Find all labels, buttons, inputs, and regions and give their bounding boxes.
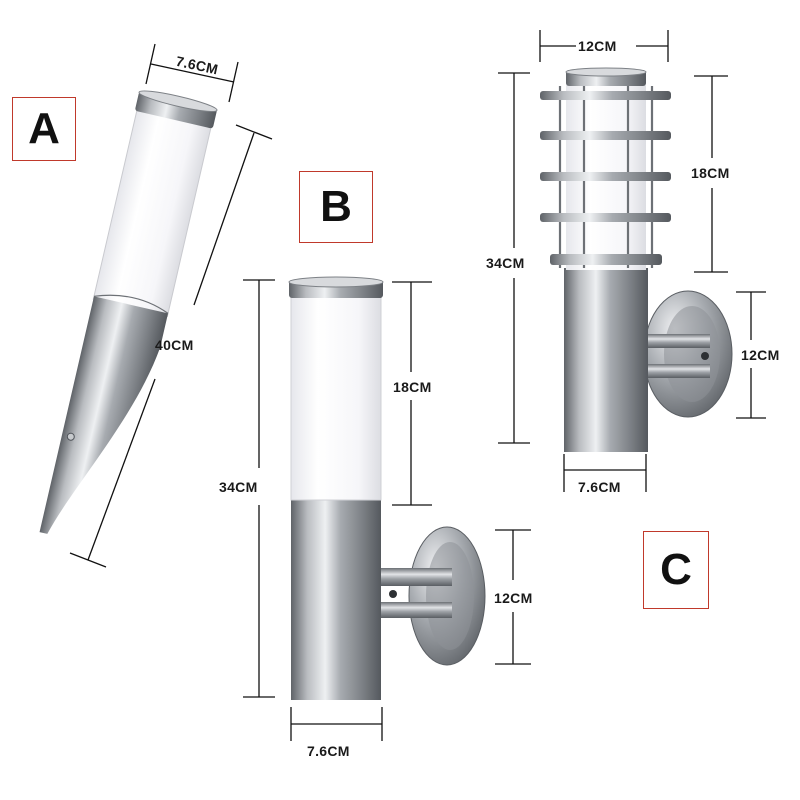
label-b: B (299, 171, 373, 243)
dim-a-length-text: 40CM (155, 337, 194, 353)
label-a: A (12, 97, 76, 161)
dim-c-plate-text: 12CM (741, 347, 780, 363)
dim-c-shade-text: 18CM (691, 165, 730, 181)
dim-c-plate-line (736, 291, 766, 419)
dim-c-diameter-text: 7.6CM (578, 479, 621, 495)
dim-b-height-line (243, 279, 275, 698)
dim-b-diameter-text: 7.6CM (307, 743, 350, 759)
lamp-c-louvres (540, 91, 671, 265)
lamp-a-body (39, 296, 169, 534)
dim-b-shade-text: 18CM (393, 379, 432, 395)
dim-c-width-text: 12CM (578, 38, 617, 54)
lamp-a-screw (66, 432, 75, 441)
dim-b-diameter-line (290, 707, 383, 741)
dimension-lines (69, 30, 766, 741)
dim-a-diameter-line (145, 43, 239, 103)
lamp-b-shade (290, 295, 382, 501)
dim-c-diameter-line (563, 454, 647, 492)
lamp-b (288, 276, 486, 700)
dim-b-plate-text: 12CM (494, 590, 533, 606)
dim-b-shade-line (392, 281, 432, 506)
dim-c-width-line (539, 30, 669, 62)
lamp-c (540, 67, 733, 452)
dim-b-plate-line (495, 529, 531, 665)
lamp-c-arm (648, 334, 710, 348)
dim-c-height-line (498, 72, 530, 444)
label-c: C (643, 531, 709, 609)
dim-c-shade-line (694, 75, 728, 273)
lamp-b-arm (380, 568, 452, 586)
lamp-b-body (291, 498, 381, 700)
lamp-a-top-ring (135, 91, 217, 129)
lamp-a (39, 90, 218, 534)
lamp-c-body (564, 268, 648, 452)
dim-a-length-line (69, 124, 273, 568)
lamp-a-shade (92, 108, 212, 317)
dim-c-height-text: 34CM (486, 255, 525, 271)
dimension-labels: 7.6CM 40CM 34CM 18CM 12CM 7.6CM 12CM 34C… (155, 38, 780, 759)
dim-b-height-text: 34CM (219, 479, 258, 495)
